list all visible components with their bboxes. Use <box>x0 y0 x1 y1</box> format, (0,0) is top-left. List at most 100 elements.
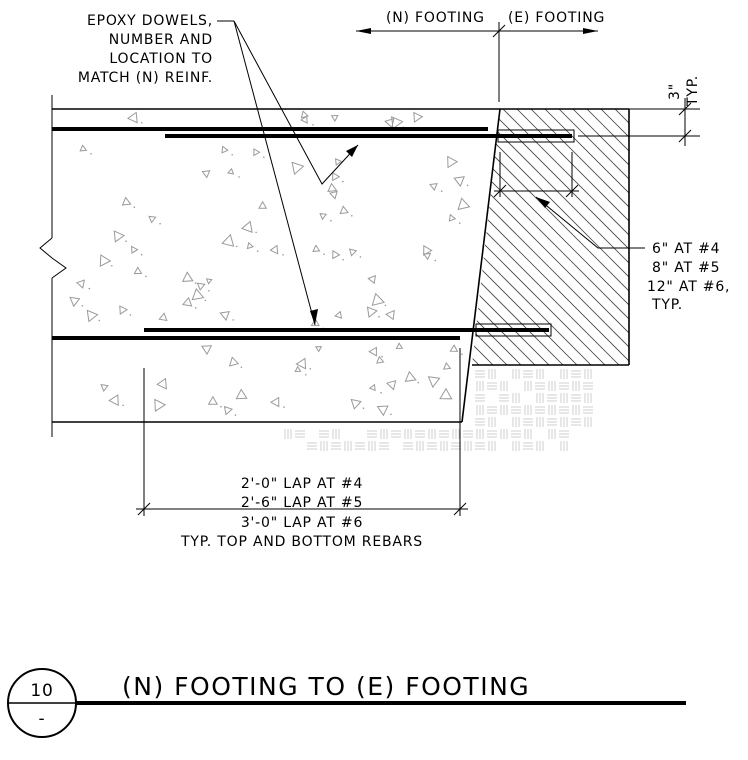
aggregate-dot <box>384 304 387 307</box>
soil-cell <box>572 381 580 391</box>
aggregate-mark <box>148 215 157 224</box>
aggregate-dot <box>342 258 344 261</box>
aggregate-dot <box>140 253 143 256</box>
aggregate-dot <box>255 231 257 234</box>
aggregate-mark <box>376 405 389 417</box>
aggregate-mark <box>191 287 205 301</box>
aggregate-dot <box>309 368 312 370</box>
soil-cell <box>536 417 544 427</box>
soil-cell <box>476 429 484 439</box>
aggregate-dot <box>232 319 234 321</box>
soil-cell <box>416 441 424 451</box>
soil-cell <box>535 406 545 414</box>
embedment-line-3: 12" AT #6, <box>647 279 730 295</box>
aggregate-dot <box>458 222 461 224</box>
soil-cell <box>439 430 449 438</box>
concrete-aggregate-pattern <box>69 110 471 417</box>
soil-cell <box>476 405 484 415</box>
soil-cell <box>500 429 508 439</box>
aggregate-dot <box>466 184 469 187</box>
aggregate-mark <box>413 111 424 123</box>
soil-cell <box>560 393 568 403</box>
soil-cell <box>512 441 520 451</box>
aggregate-dot <box>122 404 124 407</box>
aggregate-dot <box>312 124 314 126</box>
aggregate-mark <box>385 309 395 321</box>
aggregate-dot <box>323 253 325 255</box>
aggregate-mark <box>300 115 308 124</box>
soil-cell <box>307 442 317 450</box>
soil-cell <box>463 430 473 438</box>
aggregate-mark <box>339 205 349 215</box>
aggregate-mark <box>113 230 126 243</box>
aggregate-mark <box>246 241 254 250</box>
soil-cell <box>571 418 581 426</box>
soil-cell <box>524 381 532 391</box>
epoxy-note-line-2: NUMBER AND <box>109 32 213 48</box>
soil-cell <box>440 441 448 451</box>
soil-cell <box>487 406 497 414</box>
aggregate-mark <box>427 376 441 389</box>
aggregate-mark <box>221 233 235 247</box>
soil-cell <box>548 405 556 415</box>
lap-line-3: 3'-0" LAP AT #6 <box>241 515 363 531</box>
aggregate-mark <box>371 292 386 307</box>
soil-cell <box>535 382 545 390</box>
aggregate-dot <box>434 259 437 262</box>
aggregate-mark <box>181 271 194 282</box>
aggregate-mark <box>131 245 139 254</box>
soil-pattern <box>284 369 593 451</box>
soil-cell <box>488 441 496 451</box>
soil-cell <box>452 429 460 439</box>
soil-cell <box>332 429 340 439</box>
aggregate-mark <box>404 370 417 383</box>
aggregate-mark <box>350 398 362 410</box>
epoxy-note-line-4: MATCH (N) REINF. <box>78 70 213 86</box>
existing-footing-label: (E) FOOTING <box>508 10 605 26</box>
aggregate-mark <box>235 388 248 400</box>
soil-cell <box>415 430 425 438</box>
soil-cell <box>524 405 532 415</box>
aggregate-mark <box>201 345 213 356</box>
soil-cell <box>367 430 377 438</box>
aggregate-mark <box>228 356 240 367</box>
aggregate-mark <box>154 398 167 412</box>
soil-cell <box>451 442 461 450</box>
aggregate-dot <box>234 414 237 416</box>
footing-interface-line <box>461 108 501 423</box>
aggregate-mark <box>442 362 452 370</box>
aggregate-mark <box>258 200 268 209</box>
aggregate-dot <box>88 287 91 290</box>
soil-cell <box>500 381 508 391</box>
soil-cell <box>475 370 485 378</box>
soil-cell <box>344 441 352 451</box>
soil-cell <box>560 417 568 427</box>
soil-cell <box>547 394 557 402</box>
aggregate-dot <box>342 180 344 183</box>
aggregate-dot <box>380 391 382 394</box>
soil-cell <box>295 430 305 438</box>
aggregate-dot <box>390 413 392 416</box>
soil-cell <box>523 442 533 450</box>
aggregate-mark <box>295 357 307 370</box>
soil-cell <box>536 369 544 379</box>
aggregate-mark <box>449 344 459 352</box>
soil-cell <box>428 429 436 439</box>
bottom-dowel-drill-hole <box>475 323 552 337</box>
epoxy-note-line-3: LOCATION TO <box>109 51 213 67</box>
soil-cell <box>560 441 568 451</box>
aggregate-mark <box>330 114 339 123</box>
soil-cell <box>559 430 569 438</box>
soil-cell <box>511 406 521 414</box>
aggregate-dot <box>305 374 307 376</box>
aggregate-dot <box>351 215 353 217</box>
lap-line-4: TYP. TOP AND BOTTOM REBARS <box>180 534 423 550</box>
aggregate-mark <box>158 312 168 322</box>
soil-cell <box>583 406 593 414</box>
soil-cell <box>475 418 485 426</box>
aggregate-dot <box>141 122 143 124</box>
top-dowel-drill-hole <box>497 129 575 143</box>
soil-cell <box>512 369 520 379</box>
soil-cell <box>331 442 341 450</box>
embedment-line-4: TYP. <box>651 297 683 313</box>
